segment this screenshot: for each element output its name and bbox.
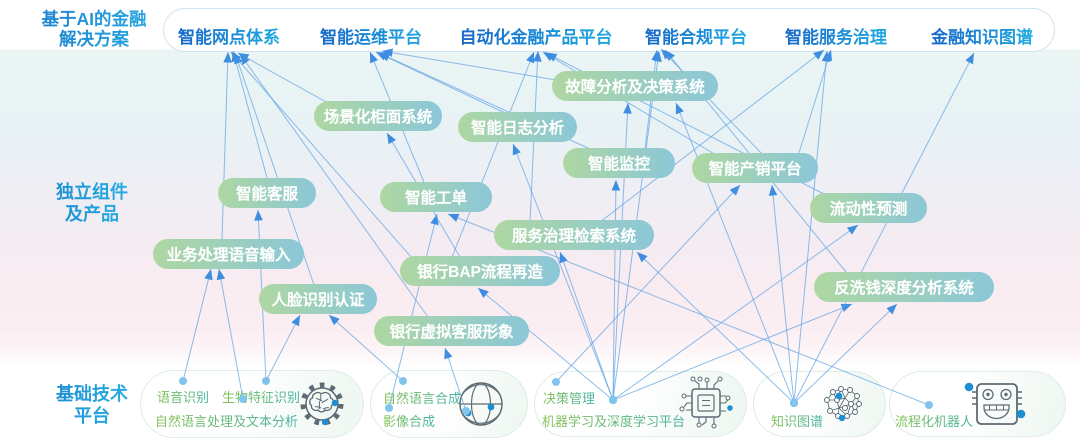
chip-icon — [679, 376, 734, 429]
product-pill-11: 银行BAP流程再造 — [400, 256, 560, 286]
solutions-header-band — [163, 8, 1055, 52]
product-pill-5: 智能产销平台 — [692, 153, 818, 183]
tech-item: 语音识别 — [157, 387, 209, 406]
tech-item: 流程化机器人 — [895, 411, 973, 430]
tech-item: 机器学习及深度学习平台 — [542, 411, 685, 430]
product-pill-8: 智能工单 — [380, 182, 492, 212]
tech-group-box-1 — [140, 370, 364, 438]
tech-item: 知识图谱 — [771, 411, 823, 430]
row-label-independent-components: 独立组件及产品 — [56, 182, 128, 224]
solution-header-1: 智能网点体系 — [178, 23, 280, 48]
product-pill-10: 业务处理语音输入 — [153, 239, 304, 269]
robot-icon — [964, 381, 1027, 425]
solution-header-5: 智能服务治理 — [785, 23, 887, 48]
tech-item: 自然语言处理及文本分析 — [155, 411, 298, 430]
product-pill-3: 故障分析及决策系统 — [552, 71, 718, 101]
brain-network-icon — [824, 386, 862, 422]
tech-item: 生物特征识别 — [222, 387, 300, 406]
tech-item: 决策管理 — [543, 388, 595, 407]
product-pill-6: 流动性预测 — [810, 193, 927, 223]
row-label-base-tech-platform: 基础技术平台 — [56, 384, 128, 426]
product-pill-12: 人脸识别认证 — [259, 284, 377, 314]
product-pill-9: 服务治理检索系统 — [494, 220, 654, 250]
solution-header-4: 智能合规平台 — [645, 23, 747, 48]
product-pill-7: 智能客服 — [218, 178, 316, 208]
solution-header-6: 金融知识图谱 — [931, 23, 1033, 48]
product-pill-2: 智能日志分析 — [458, 112, 577, 142]
tech-item: 影像合成 — [383, 411, 435, 430]
product-pill-14: 反洗钱深度分析系统 — [814, 272, 994, 302]
product-pill-13: 银行虚拟客服形象 — [374, 316, 529, 346]
diagram-title-line1: 基于AI的金融 — [41, 9, 147, 29]
globe-icon — [459, 382, 503, 426]
solution-header-2: 智能运维平台 — [320, 23, 422, 48]
product-pill-4: 智能监控 — [563, 148, 675, 178]
solution-header-3: 自动化金融产品平台 — [460, 23, 613, 48]
gear-brain-icon — [290, 372, 354, 436]
diagram-title-line2: 解决方案 — [59, 29, 129, 49]
diagram-title: 基于AI的金融 解决方案 — [20, 9, 168, 49]
product-pill-1: 场景化柜面系统 — [314, 101, 442, 131]
